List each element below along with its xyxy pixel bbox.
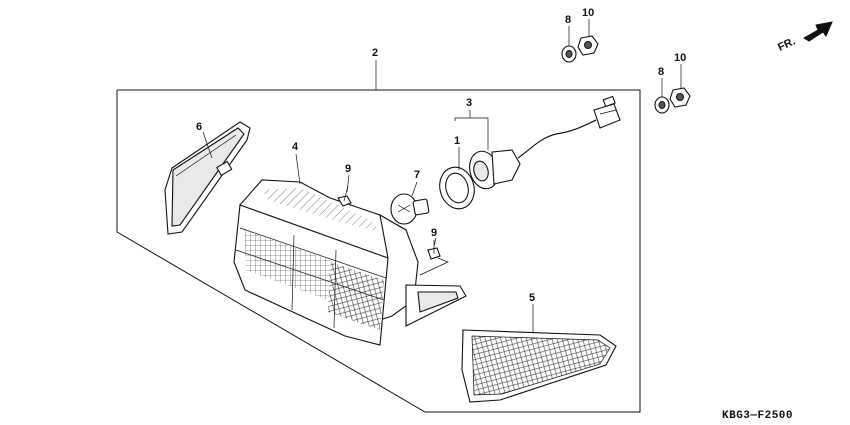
socket-harness: [469, 95, 621, 190]
callout-10b: 10: [674, 52, 686, 64]
callout-2: 2: [372, 47, 378, 59]
callout-4: 4: [292, 141, 299, 153]
callout-10a: 10: [582, 7, 594, 19]
nut-10-right: [669, 87, 691, 108]
figure-code: KBG3—F2500: [722, 410, 793, 422]
assembly-guide-line: [419, 257, 449, 276]
callout-9b: 9: [431, 227, 437, 239]
side-cover-right: [461, 329, 617, 403]
gasket-ring: [439, 166, 475, 210]
headlight-unit: [233, 179, 467, 346]
callout-6: 6: [196, 121, 202, 133]
callout-leader-9b: [433, 237, 437, 247]
nut-10-upper: [577, 35, 599, 56]
callout-leader-9a: [346, 174, 350, 193]
callout-8a: 8: [565, 14, 571, 26]
callout-leader-6: [202, 131, 213, 159]
side-cover-left: [164, 121, 251, 235]
callout-9a: 9: [345, 163, 351, 175]
forward-arrow-icon: [803, 21, 833, 42]
screw-lower: [427, 240, 441, 260]
callout-bracket-3: [454, 117, 489, 150]
forward-direction-indicator: FR.: [776, 21, 833, 54]
direction-label: FR.: [776, 35, 797, 53]
callout-8b: 8: [658, 66, 664, 78]
callout-leader-7: [411, 181, 418, 197]
callout-3: 3: [466, 97, 472, 109]
callout-leader-4: [295, 153, 301, 185]
callout-1: 1: [454, 135, 460, 147]
grommet-8-upper: [561, 45, 577, 63]
callout-5: 5: [529, 292, 535, 304]
grommet-8-right: [654, 96, 670, 114]
assembly-frame: [116, 89, 641, 413]
bulb: [390, 193, 430, 225]
callout-7: 7: [414, 169, 420, 181]
